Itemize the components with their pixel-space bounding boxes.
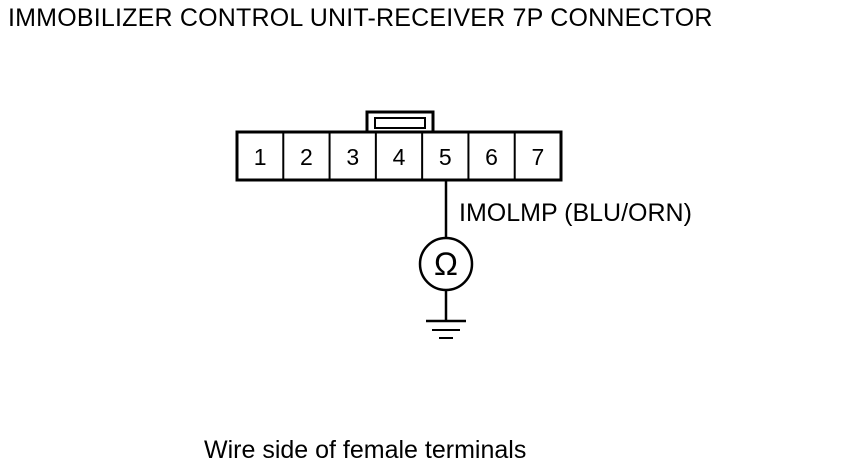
connector-lock-tab bbox=[365, 110, 435, 134]
diagram-caption: Wire side of female terminals bbox=[204, 436, 527, 464]
terminal-6-label: 6 bbox=[485, 144, 498, 170]
ground-icon bbox=[426, 319, 466, 339]
terminal-1-label: 1 bbox=[254, 144, 267, 170]
ohmmeter-icon: Ω bbox=[418, 236, 474, 292]
diagram-title: IMMOBILIZER CONTROL UNIT-RECEIVER 7P CON… bbox=[8, 4, 713, 32]
terminal-4-label: 4 bbox=[393, 144, 406, 170]
connector-body: 1 2 3 4 5 6 7 bbox=[235, 130, 563, 182]
terminal-3-label: 3 bbox=[346, 144, 359, 170]
terminal-7-label: 7 bbox=[531, 144, 544, 170]
wire-label: IMOLMP (BLU/ORN) bbox=[459, 199, 692, 227]
terminal-2-label: 2 bbox=[300, 144, 313, 170]
terminal-dividers bbox=[282, 132, 516, 180]
terminal-5-label: 5 bbox=[439, 144, 452, 170]
terminal-labels: 1 2 3 4 5 6 7 bbox=[254, 144, 545, 170]
ohm-symbol: Ω bbox=[434, 246, 458, 282]
